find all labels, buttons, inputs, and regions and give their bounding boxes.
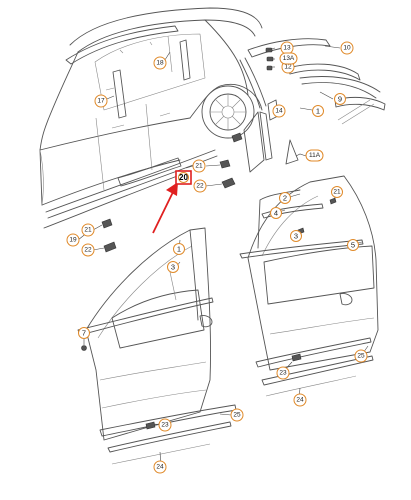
callout-3b: 3 [290, 230, 302, 242]
rear-door-panel [239, 175, 379, 371]
svg-text:21: 21 [84, 227, 92, 234]
svg-text:4: 4 [274, 209, 278, 218]
svg-text:13A: 13A [283, 55, 295, 62]
svg-text:24: 24 [156, 464, 164, 471]
svg-text:22: 22 [196, 183, 204, 190]
svg-text:18: 18 [156, 60, 164, 67]
svg-text:12: 12 [284, 64, 292, 71]
callout-4: 4 [270, 207, 282, 219]
svg-text:24: 24 [296, 397, 304, 404]
roof-molding [65, 25, 179, 65]
vehicle-body-outline [39, 7, 263, 229]
wheel-arch-trim [267, 63, 386, 125]
svg-text:1: 1 [177, 245, 181, 254]
svg-text:3: 3 [294, 232, 298, 241]
front-door-sill-molding [99, 404, 237, 465]
svg-text:7: 7 [82, 329, 86, 338]
callout-13: 13 [280, 41, 294, 55]
callout-21-lower: 21 [81, 223, 95, 237]
rear-wheel [201, 85, 255, 139]
svg-text:3: 3 [171, 263, 175, 272]
callout-21-upper: 21 [192, 159, 206, 173]
svg-text:21: 21 [195, 163, 203, 170]
svg-text:19: 19 [69, 237, 77, 244]
callout-20-highlighted: 20 [175, 170, 192, 185]
callout-1: 1 [173, 243, 185, 255]
callout-5: 5 [347, 239, 359, 251]
b-pillar-trim [243, 111, 299, 173]
rear-door-sill-molding [255, 337, 374, 397]
svg-text:14: 14 [275, 108, 283, 115]
callout-23-rear: 23 [276, 366, 290, 380]
svg-text:13: 13 [283, 45, 291, 52]
callout-19: 19 [66, 233, 80, 247]
svg-text:23: 23 [279, 370, 287, 377]
callout-22-upper: 22 [193, 179, 207, 193]
callout-9: 9 [334, 93, 346, 105]
clip-fasteners-upper [219, 132, 243, 189]
svg-text:22: 22 [84, 247, 92, 254]
callout-10: 10 [340, 41, 354, 55]
callout-25-rear: 25 [354, 349, 368, 363]
svg-text:1: 1 [316, 107, 320, 116]
svg-text:23: 23 [161, 422, 169, 429]
callout-1-upper: 1 [312, 105, 324, 117]
svg-text:9: 9 [338, 95, 342, 104]
callout-2: 2 [279, 192, 291, 204]
svg-text:25: 25 [357, 353, 365, 360]
callout-3: 3 [167, 261, 179, 273]
svg-text:25: 25 [233, 412, 241, 419]
callout-21-rear: 21 [331, 186, 343, 198]
callout-18: 18 [153, 56, 167, 70]
callout-13a: 13A [279, 52, 298, 65]
svg-text:10: 10 [343, 45, 351, 52]
svg-text:17: 17 [97, 98, 105, 105]
svg-text:20: 20 [179, 173, 188, 182]
door-frame-trim [105, 39, 191, 119]
callout-24-rear: 24 [293, 393, 307, 407]
front-door-panel [77, 227, 214, 441]
callout-11a: 11A [305, 149, 324, 162]
callout-23-front: 23 [158, 418, 172, 432]
callout-17: 17 [94, 94, 108, 108]
svg-text:5: 5 [351, 241, 355, 250]
callout-14: 14 [272, 104, 286, 118]
svg-text:11A: 11A [309, 152, 321, 159]
svg-text:21: 21 [333, 189, 341, 196]
callout-25-front: 25 [230, 408, 244, 422]
callout-22-lower: 22 [81, 243, 95, 257]
door-hardware-clips [81, 197, 337, 351]
callout-24-front: 24 [153, 460, 167, 474]
highlight-arrow [152, 182, 178, 234]
svg-text:2: 2 [283, 194, 287, 203]
callout-7: 7 [78, 327, 90, 339]
